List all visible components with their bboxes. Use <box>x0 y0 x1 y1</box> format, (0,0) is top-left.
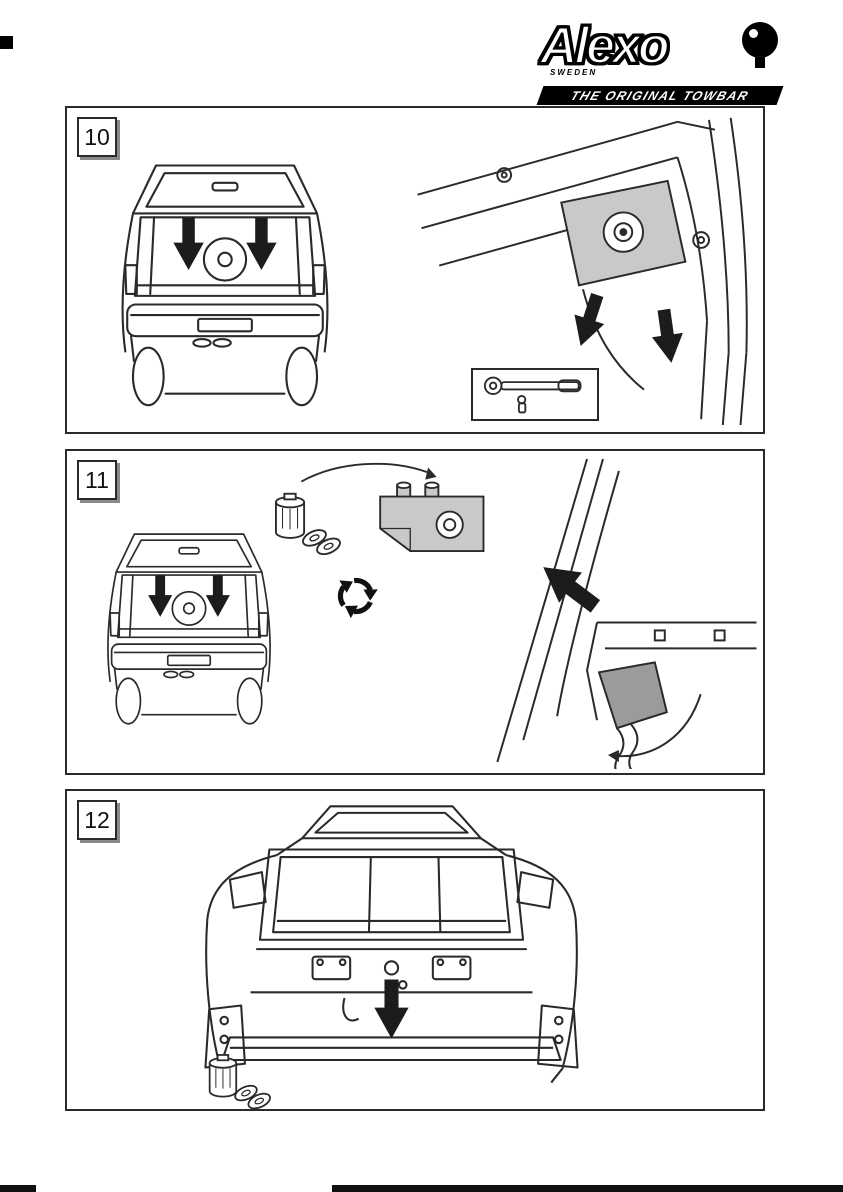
crossmember-install-drawing <box>204 805 579 1084</box>
down-arrow-icon <box>206 575 230 617</box>
scan-artifact <box>0 36 13 49</box>
recycle-icon <box>337 577 378 619</box>
car-rear-drawing <box>107 533 271 725</box>
step-number-badge: 11 <box>77 460 117 500</box>
step-number: 11 <box>85 466 109 493</box>
step-number-badge: 12 <box>77 800 117 840</box>
down-arrow-icon <box>648 307 687 365</box>
down-arrow-icon <box>566 290 612 351</box>
step-panel-11: 11 <box>65 449 765 775</box>
bracket-parts-drawing <box>274 462 485 559</box>
step-panel-10: 10 <box>65 106 765 434</box>
brand-tagline-banner: THE ORIGINAL TOWBAR <box>536 86 784 105</box>
grease-canister-drawing <box>208 1054 274 1109</box>
step-number: 12 <box>84 806 110 833</box>
trim-flap <box>597 661 668 730</box>
brand-country: SWEDEN <box>550 68 598 77</box>
torque-wrench-box <box>471 368 599 421</box>
footer-bar-right <box>332 1185 843 1192</box>
down-arrow-icon <box>148 575 172 617</box>
step-number: 10 <box>84 123 110 150</box>
curve-arrowhead <box>607 750 619 763</box>
torque-wrench-icon <box>483 376 582 413</box>
brand-logo: Alexo SWEDEN THE ORIGINAL TOWBAR <box>536 17 784 105</box>
chassis-rail-closeup-drawing <box>417 117 748 426</box>
washers-icon <box>232 1081 274 1109</box>
washers-icon <box>299 525 344 559</box>
wheel-arch-closeup-drawing <box>496 458 757 769</box>
left-arrow-icon <box>532 552 607 621</box>
towball-icon <box>742 22 778 68</box>
brand-logo-row: Alexo SWEDEN <box>539 17 780 78</box>
brand-name: Alexo <box>539 17 671 75</box>
curve-arrowhead <box>425 467 437 480</box>
step-panel-12: 12 <box>65 789 765 1111</box>
footer-bar-left <box>0 1185 36 1192</box>
mounting-bracket <box>379 495 485 552</box>
down-arrow-icon <box>246 217 277 270</box>
step-number-badge: 10 <box>77 117 117 157</box>
brand-tagline: THE ORIGINAL TOWBAR <box>568 88 752 103</box>
crossmember-beam <box>221 1036 562 1062</box>
car-rear-drawing <box>121 164 329 407</box>
grease-canister-icon <box>208 1054 238 1098</box>
down-arrow-icon <box>173 217 204 270</box>
grease-canister-icon <box>274 492 306 539</box>
